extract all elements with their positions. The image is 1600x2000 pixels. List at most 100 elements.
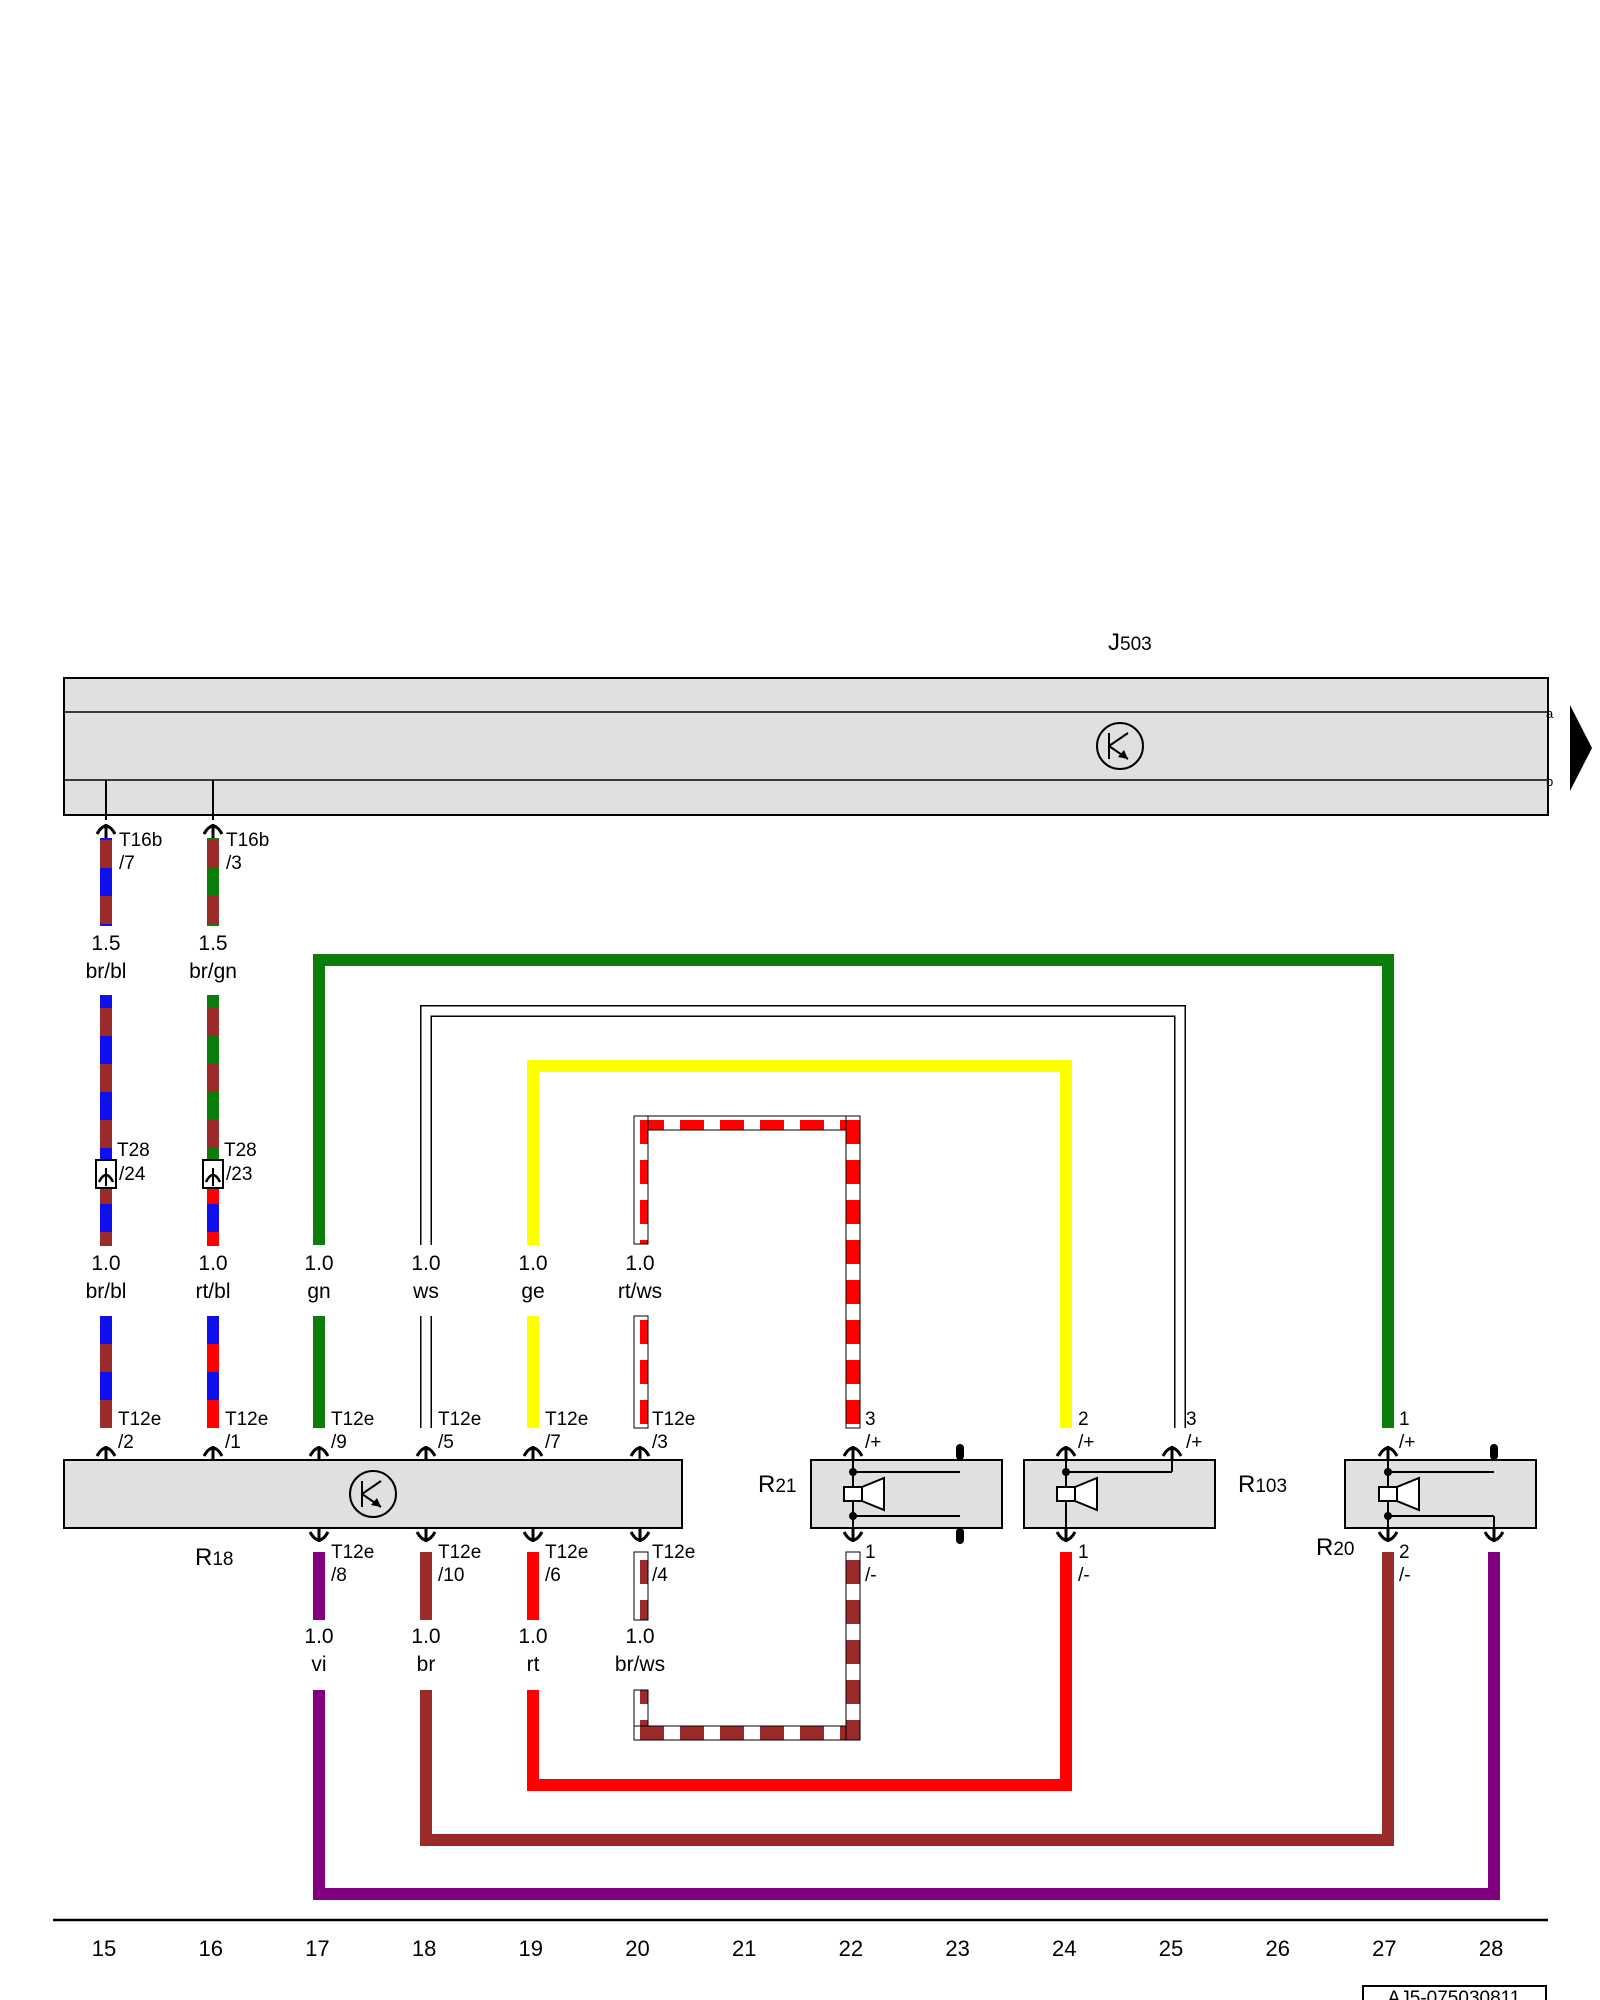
speaker-icon [1396, 1476, 1420, 1512]
pin-label: /23 [226, 1164, 252, 1185]
column-number: 17 [305, 1936, 329, 1961]
wire-col-15 [100, 838, 112, 1428]
pin-label: /8 [331, 1565, 347, 1586]
wire-gauge: 1.0 [518, 1625, 547, 1648]
pin-label: 3 [1186, 1409, 1197, 1430]
column-number: 23 [945, 1936, 969, 1961]
pin-label: /3 [652, 1432, 668, 1453]
wire-rt-ws [633, 1115, 861, 1429]
pin-label: /1 [225, 1432, 241, 1453]
speaker-icon [1074, 1476, 1098, 1512]
wire-color: br/ws [615, 1653, 665, 1676]
pin-label: 1 [865, 1542, 876, 1563]
pin-label: /+ [1399, 1432, 1415, 1453]
r20-label: R20 [1316, 1534, 1354, 1561]
pin-label: /+ [865, 1432, 881, 1453]
pin-label: /6 [545, 1565, 561, 1586]
pin-label: T12e [652, 1542, 695, 1563]
r103-label: R103 [1238, 1471, 1287, 1498]
column-number: 28 [1479, 1936, 1503, 1961]
bus-label-b: b [1546, 774, 1553, 789]
diagram-id: AJ5-075030811 [1388, 1988, 1521, 2000]
wire-br-ws [633, 1551, 861, 1741]
wire-gauge: 1.0 [91, 1252, 120, 1275]
j503-label: J503 [1108, 629, 1152, 656]
wire-gauge: 1.0 [198, 1252, 227, 1275]
column-number: 22 [839, 1936, 863, 1961]
wire-gauge: 1.0 [411, 1252, 440, 1275]
pin-label: T12e [438, 1542, 481, 1563]
pin-label: T16b [226, 830, 269, 851]
pin-label: /7 [119, 853, 135, 874]
pin-label: T12e [118, 1409, 161, 1430]
pin-label: T12e [225, 1409, 268, 1430]
column-number: 24 [1052, 1936, 1076, 1961]
column-number: 27 [1372, 1936, 1396, 1961]
wire-color: br/bl [86, 1280, 127, 1303]
pin-connectors [95, 824, 1505, 1542]
wire-color: br [417, 1653, 436, 1676]
wire-br [420, 1552, 1394, 1846]
pin-label: /+ [1186, 1432, 1202, 1453]
pin-label: T12e [545, 1409, 588, 1430]
j503-control-unit: a b [63, 677, 1554, 816]
wire-ge [527, 1060, 1072, 1428]
wire-gauge: 1.0 [518, 1252, 547, 1275]
wire-gauge: 1.0 [625, 1252, 654, 1275]
t28-plug-icon [95, 1159, 117, 1189]
pin-label: T28 [117, 1140, 150, 1161]
pin-label: T12e [331, 1542, 374, 1563]
pin-label: T28 [224, 1140, 257, 1161]
wire-gauge: 1.5 [91, 932, 120, 955]
pin-label: 2 [1078, 1409, 1089, 1430]
pin-label: /- [865, 1565, 877, 1586]
pin-label: /- [1078, 1565, 1090, 1586]
pin-label: T12e [331, 1409, 374, 1430]
pin-label: /4 [652, 1565, 668, 1586]
wire-color: ws [412, 1280, 439, 1303]
column-number: 25 [1159, 1936, 1183, 1961]
diagram-id-box: AJ5-075030811 [1362, 1985, 1547, 2000]
pin-label: /+ [1078, 1432, 1094, 1453]
wire-color: br/gn [189, 960, 237, 983]
pin-label: 3 [865, 1409, 876, 1430]
wire-color: rt/ws [618, 1280, 662, 1303]
pin-label: 2 [1399, 1542, 1410, 1563]
wire-gauge: 1.5 [198, 932, 227, 955]
wire-gauge: 1.0 [411, 1625, 440, 1648]
r18-label: R18 [195, 1544, 233, 1571]
transistor-symbol-icon [1096, 722, 1144, 770]
pin-label: /5 [438, 1432, 454, 1453]
wire-gauge: 1.0 [625, 1625, 654, 1648]
wire-rt [527, 1552, 1072, 1791]
pin-label: /9 [331, 1432, 347, 1453]
pin-label: /10 [438, 1565, 464, 1586]
pin-label: /7 [545, 1432, 561, 1453]
pin-label: 1 [1078, 1542, 1089, 1563]
column-number: 16 [198, 1936, 222, 1961]
wire-gauge: 1.0 [304, 1625, 333, 1648]
pin-label: T12e [438, 1409, 481, 1430]
wire-color: br/bl [86, 960, 127, 983]
wire-color: rt/bl [195, 1280, 230, 1303]
wire-gauge: 1.0 [304, 1252, 333, 1275]
continuation-arrow-icon [1570, 705, 1592, 791]
column-number: 20 [625, 1936, 649, 1961]
bus-label-a: a [1546, 706, 1554, 721]
speaker-icon [861, 1476, 885, 1512]
pin-label: /- [1399, 1565, 1411, 1586]
pin-label: /2 [118, 1432, 134, 1453]
r18-component [63, 1459, 683, 1529]
pin-label: 1 [1399, 1409, 1410, 1430]
t28-plug-icon [202, 1159, 224, 1189]
column-number: 21 [732, 1936, 756, 1961]
wire-vi [313, 1552, 1500, 1900]
column-number: 18 [412, 1936, 436, 1961]
wire-color: ge [521, 1280, 544, 1303]
column-number: 19 [519, 1936, 543, 1961]
wire-col-16 [207, 838, 219, 1428]
wire-color: gn [307, 1280, 330, 1303]
column-number: 26 [1265, 1936, 1289, 1961]
